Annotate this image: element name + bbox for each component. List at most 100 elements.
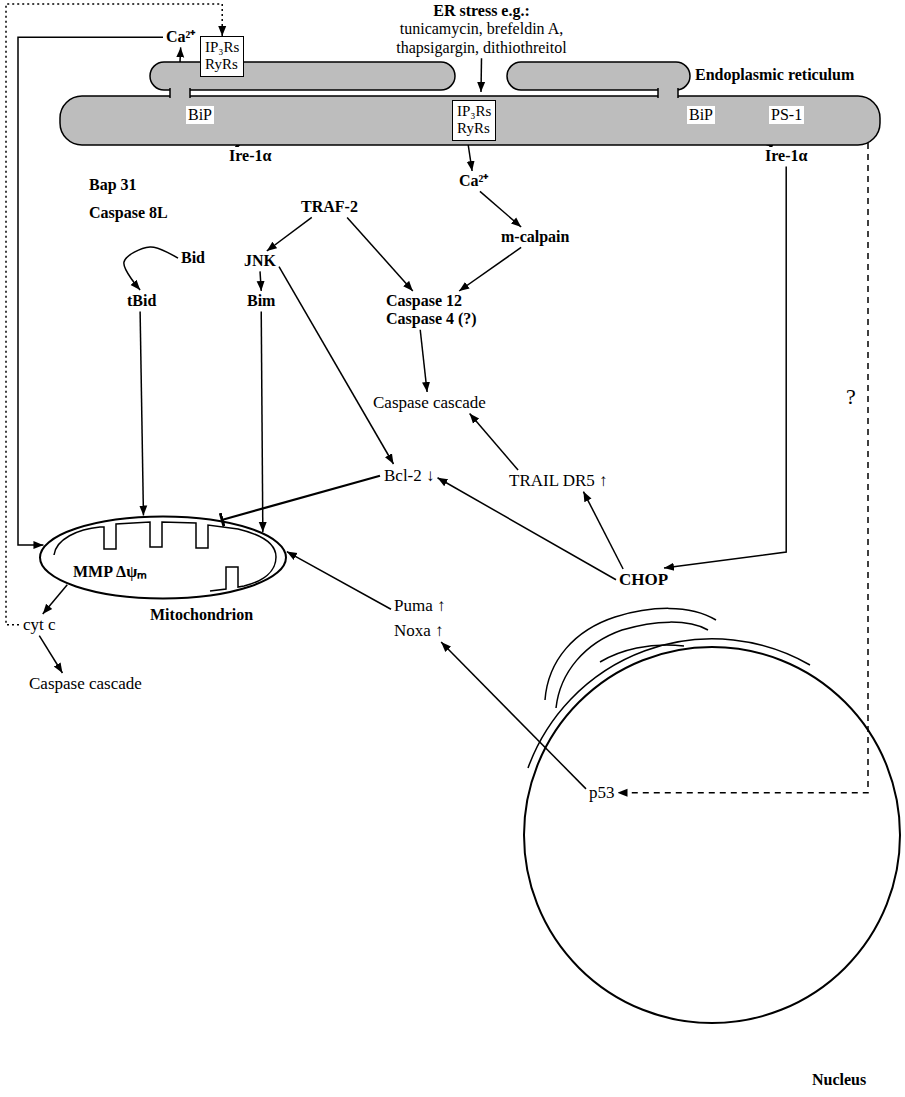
er-cisterna: [150, 62, 455, 90]
text-slot: Nucleus: [812, 1071, 866, 1089]
pathway-arrow: [179, 47, 181, 62]
protein-label: JNK: [243, 252, 277, 270]
node-text: tBid: [127, 292, 156, 310]
node-text: Ca²⁺: [459, 172, 488, 190]
node-text: JNK: [244, 252, 276, 270]
ion-label: Ca²⁺: [458, 172, 489, 190]
pathway-arrow: [441, 642, 586, 789]
node-text: Bap 31: [89, 176, 137, 194]
shape-outline: [522, 645, 902, 1025]
er-cisterna: [60, 96, 880, 145]
node-text: Noxa ↑: [394, 621, 445, 641]
er-sheet: [545, 608, 716, 700]
er-junction-edge: [658, 88, 678, 98]
pathway-arrow: [140, 311, 143, 515]
stress-note: ER stress e.g.:tunicamycin, brefeldin A,…: [374, 2, 589, 57]
protein-label: PS-1: [768, 106, 805, 124]
pathway-arrow: [470, 414, 518, 470]
node-text: Ire-1α: [227, 147, 273, 165]
node-text: Caspase 4 (?): [386, 310, 477, 328]
protein-label: p53: [588, 783, 616, 803]
node-text: IP₃Rs: [205, 39, 239, 56]
protein-label: tBid: [126, 292, 157, 310]
pathway-arrow: [480, 191, 521, 227]
pathway-arrow: [420, 330, 427, 392]
node-text: PS-1: [769, 106, 804, 124]
text-slot: Mitochondrion: [150, 606, 253, 624]
er-junction: [170, 88, 190, 98]
pathway-arrow: [260, 271, 261, 291]
node-text: Nucleus: [812, 1071, 866, 1089]
er-membrane: [60, 62, 880, 145]
process-label: Caspase cascade: [28, 674, 143, 694]
node-text: Caspase 8L: [89, 204, 168, 222]
outer-membrane: [40, 517, 286, 599]
node-text: Bid: [181, 249, 205, 267]
pathway-arrow: [124, 247, 178, 290]
inner-nuclear-membrane: [524, 647, 900, 1023]
ion-label: Ca²⁺: [165, 28, 196, 46]
node-text: tunicamycin, brefeldin A, thapsigargin, …: [375, 20, 588, 57]
protein-label: Ire-1α: [226, 147, 274, 165]
pathway-arrow: [279, 267, 394, 464]
pathway-arrow: [39, 636, 62, 673]
protein-label: TRAF-2: [300, 198, 359, 216]
pathway-arrow: [664, 166, 786, 568]
protein-label: Bap 31: [88, 176, 138, 194]
node-text: IP₃Rs: [457, 103, 491, 120]
mitochondrion-shape: MMP ΔψₘMitochondrion: [38, 515, 288, 600]
inhibition-line: [222, 476, 380, 520]
node-text: RyRs: [457, 120, 491, 137]
node-text: Bcl-2 ↓: [384, 466, 435, 486]
pathway-arrow: [43, 585, 67, 614]
node-text: BiP: [186, 106, 214, 124]
protein-label: TRAIL DR5 ↑: [508, 471, 609, 491]
text-slot: Endoplasmic reticulum: [695, 66, 854, 84]
pathway-arrow: [618, 143, 869, 793]
er-cisterna: [507, 62, 690, 90]
protein-label: Caspase 8L: [88, 204, 169, 222]
node-text: m-calpain: [501, 228, 569, 246]
outer-nuclear-membrane: [528, 639, 810, 768]
node-text: ER stress e.g.:: [375, 2, 588, 20]
node-text: TRAIL DR5 ↑: [509, 471, 608, 491]
protein-label: Bcl-2 ↓: [383, 466, 436, 486]
receptor-box: IP₃RsRyRs: [452, 100, 496, 141]
protein-label: cyt c: [22, 615, 57, 635]
node-text: Caspase cascade: [373, 393, 486, 413]
er-junction-edge: [170, 88, 190, 98]
pathway-arrow: [438, 478, 616, 580]
er-junction: [658, 88, 678, 98]
pathway-arrow: [583, 492, 623, 569]
node-text: RyRs: [205, 56, 239, 73]
protein-label: Bim: [246, 292, 276, 310]
nucleus-shape: Nucleusp53: [522, 645, 902, 1025]
protein-label: BiP: [185, 106, 215, 124]
protein-label: Caspase 12Caspase 4 (?): [385, 292, 478, 329]
protein-label: Ire-1α: [762, 147, 810, 165]
node-text: MMP Δψₘ: [73, 563, 147, 581]
protein-label: Bid: [180, 249, 206, 267]
shape-outline: [38, 515, 288, 600]
receptor-box: IP₃RsRyRs: [200, 36, 244, 77]
pathway-arrow: [480, 58, 482, 92]
cristae: [54, 522, 276, 591]
pathway-arrow: [287, 552, 391, 610]
pathway-arrow: [261, 311, 263, 532]
protein-label: CHOP: [618, 570, 669, 590]
uncertainty-mark: ?: [846, 384, 856, 410]
node-text: cyt c: [23, 615, 56, 635]
text-slot: MMP Δψₘ: [73, 563, 147, 581]
pathway-arrow: [267, 217, 312, 251]
node-text: Mitochondrion: [150, 606, 253, 624]
node-text: Ire-1α: [763, 147, 809, 165]
node-text: Puma ↑: [394, 596, 445, 616]
node-text: Ca²⁺: [166, 28, 195, 46]
protein-label: BiP: [686, 106, 716, 124]
node-text: CHOP: [619, 570, 668, 590]
node-text: BiP: [687, 106, 715, 124]
protein-label: Puma ↑ Noxa ↑: [393, 596, 446, 640]
node-text: Bim: [247, 292, 275, 310]
pathway-arrow: [459, 247, 521, 291]
